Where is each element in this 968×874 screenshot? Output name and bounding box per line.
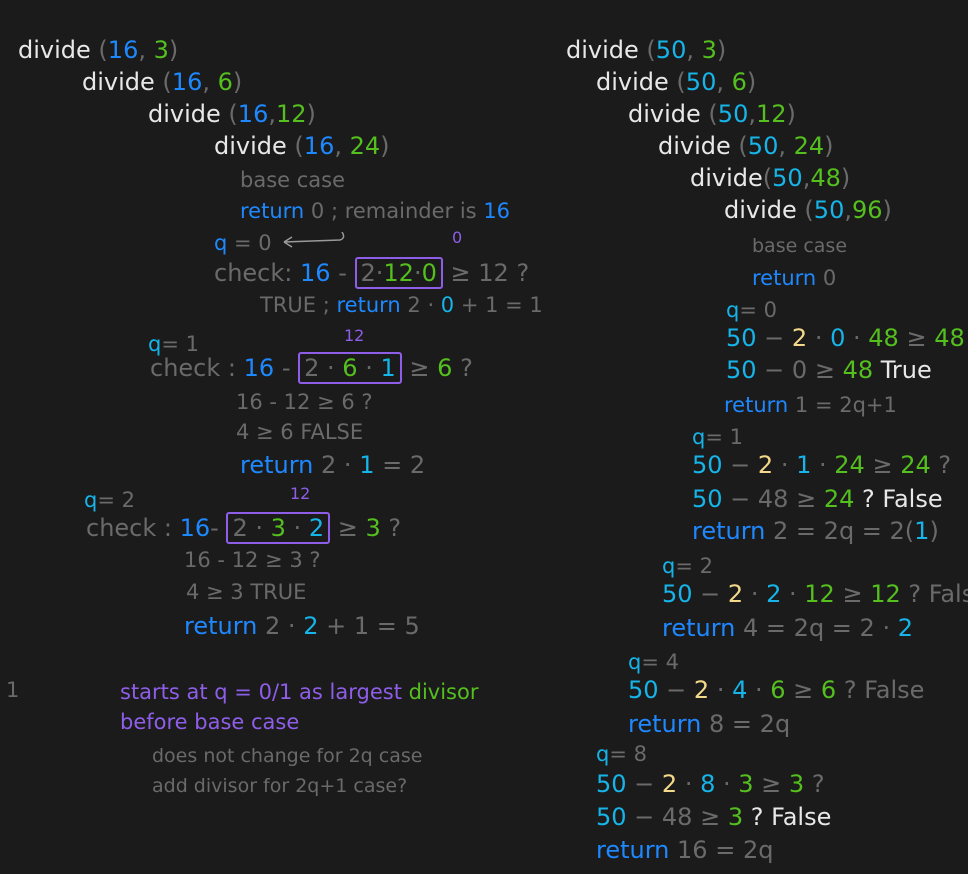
right-return-4: return 4 = 2q = 2 · 2 — [662, 614, 913, 642]
right-call-3: divide (50,12) — [628, 100, 796, 128]
annotation-0: 0 — [452, 228, 463, 247]
right-q-0: q= 0 — [726, 298, 777, 322]
right-check-4: 50 − 2 · 4 · 6 ≥ 6 ? False — [628, 676, 925, 704]
product-box: 2 · 3 · 2 — [226, 512, 331, 544]
right-q-8: q= 8 — [596, 742, 647, 766]
return-arrow-icon — [283, 232, 345, 248]
right-return-0: return 0 — [752, 266, 837, 290]
right-q-1: q= 1 — [692, 425, 743, 449]
right-call-5: divide(50,48) — [690, 164, 851, 192]
right-call-1: divide (50, 3) — [566, 36, 727, 64]
left-step-b: 4 ≥ 6 FALSE — [236, 420, 364, 444]
left-check-3: check : 16- 2 · 3 · 2 ≥ 3 ? — [86, 512, 402, 544]
right-q-2: q= 2 — [662, 554, 713, 578]
left-step-a: 16 - 12 ≥ 6 ? — [236, 390, 373, 414]
annotation-12a: 12 — [344, 326, 365, 345]
left-q-0: q = 0 — [214, 231, 272, 255]
right-q-4: q= 4 — [628, 650, 679, 674]
product-box: 2 · 6 · 1 — [298, 352, 402, 384]
note-line-4: add divisor for 2q+1 case? — [152, 775, 408, 797]
right-call-2: divide (50, 6) — [596, 68, 757, 96]
right-return-2: return 2 = 2q = 2(1) — [692, 517, 939, 545]
left-call-4: divide (16, 24) — [214, 132, 390, 160]
left-q-2: q= 2 — [84, 488, 135, 512]
right-return-8: return 8 = 2q — [628, 710, 791, 738]
left-return-0: return 0 ; remainder is 16 — [240, 199, 511, 223]
right-step-1: 50 − 48 ≥ 24 ? False — [692, 485, 943, 513]
left-return-2: return 2 · 1 = 2 — [240, 451, 426, 479]
left-call-1: divide (16, 3) — [18, 36, 179, 64]
product-box: 2·12·0 — [354, 257, 443, 289]
right-return-16: return 16 = 2q — [596, 836, 774, 864]
right-return-1: return 1 = 2q+1 — [724, 393, 897, 417]
right-check-8: 50 − 2 · 8 · 3 ≥ 3 ? — [596, 770, 825, 798]
right-step-0: 50 − 0 ≥ 48 True — [726, 356, 932, 384]
left-check-1: check: 16 - 2·12·0 ≥ 12 ? — [214, 257, 530, 289]
left-check-2: check : 16 - 2 · 6 · 1 ≥ 6 ? — [150, 352, 473, 384]
right-check-0: 50 − 2 · 0 · 48 ≥ 48 ? — [726, 324, 965, 352]
note-line-2: before base case — [120, 710, 300, 734]
right-call-4: divide (50, 24) — [658, 132, 834, 160]
left-base-case: base case — [240, 168, 346, 192]
side-number: 1 — [6, 678, 20, 702]
left-step-c: 16 - 12 ≥ 3 ? — [184, 548, 321, 572]
right-call-6: divide (50,96) — [724, 196, 892, 224]
annotation-12b: 12 — [290, 484, 311, 503]
right-check-1: 50 − 2 · 1 · 24 ≥ 24 ? — [692, 451, 952, 479]
left-call-2: divide (16, 6) — [82, 68, 243, 96]
note-line-1: starts at q = 0/1 as largest divisor — [120, 680, 479, 704]
left-step-d: 4 ≥ 3 TRUE — [186, 580, 307, 604]
right-check-2: 50 − 2 · 2 · 12 ≥ 12 ? False — [662, 580, 968, 608]
left-q-1: q= 1 — [148, 332, 199, 356]
left-return-5: return 2 · 2 + 1 = 5 — [184, 612, 420, 640]
left-true-return: TRUE ; return 2 · 0 + 1 = 1 — [260, 293, 543, 317]
right-base-case: base case — [752, 235, 848, 257]
left-call-3: divide (16,12) — [148, 100, 316, 128]
note-line-3: does not change for 2q case — [152, 745, 423, 767]
right-step-8: 50 − 48 ≥ 3 ? False — [596, 803, 832, 831]
